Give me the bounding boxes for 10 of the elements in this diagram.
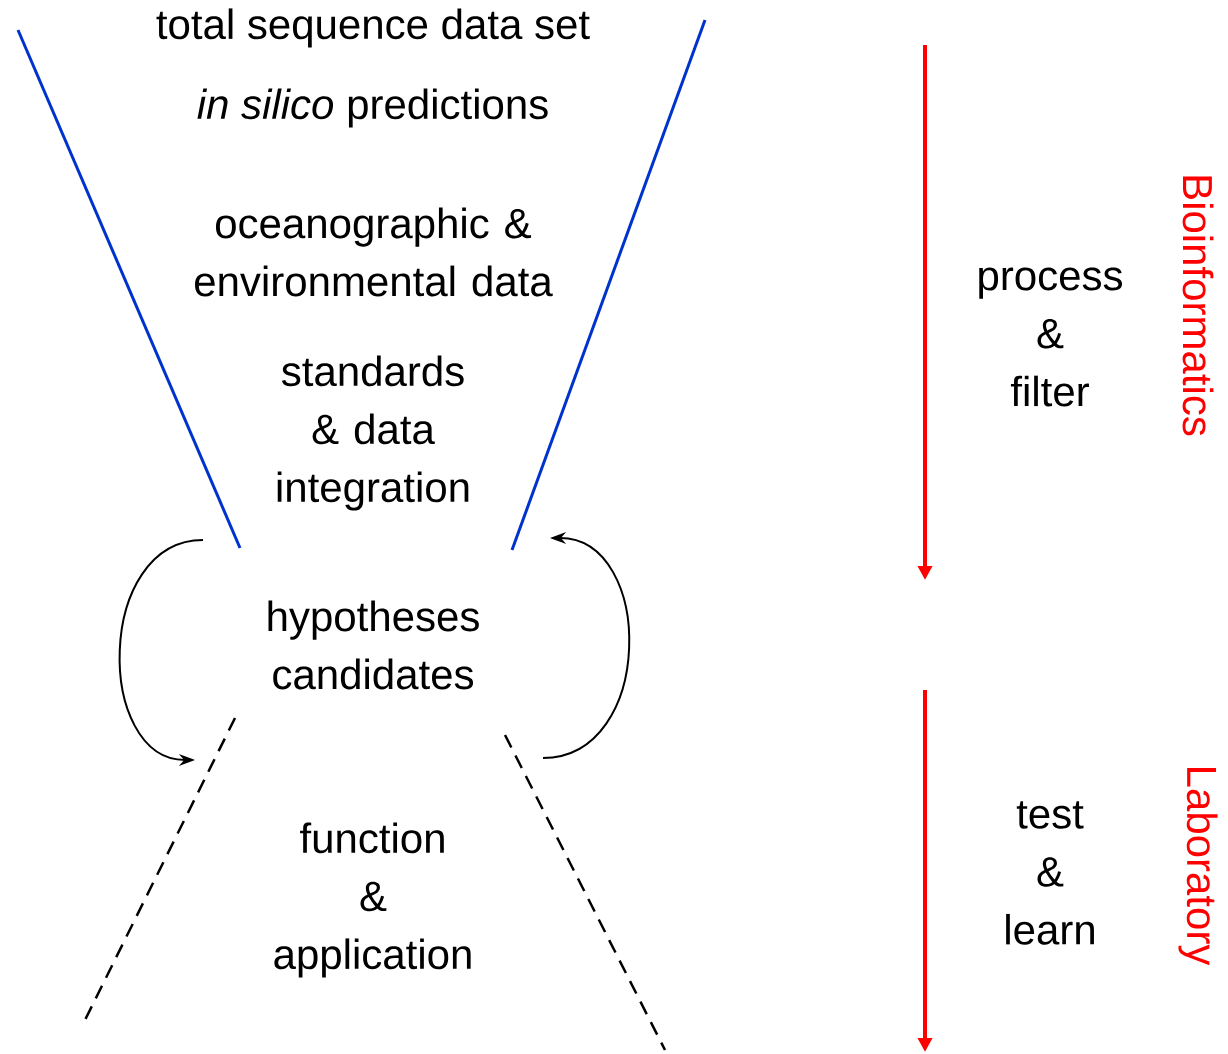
vertical-label: Laboratory	[1178, 768, 1218, 966]
vertical-label: Bioinformatics	[1182, 176, 1214, 436]
label-text: function & application	[274, 822, 471, 978]
label-text: process & filter	[979, 267, 1122, 407]
label-text: test & learn	[1006, 801, 1094, 945]
label-text: oceanographic & environmental data	[195, 207, 553, 297]
label-text: standards & data integration	[277, 355, 469, 511]
label-text: hypotheses candidates	[268, 600, 479, 690]
label-text: in silico predictions	[197, 88, 548, 128]
label-text: total sequence data set	[156, 8, 590, 48]
